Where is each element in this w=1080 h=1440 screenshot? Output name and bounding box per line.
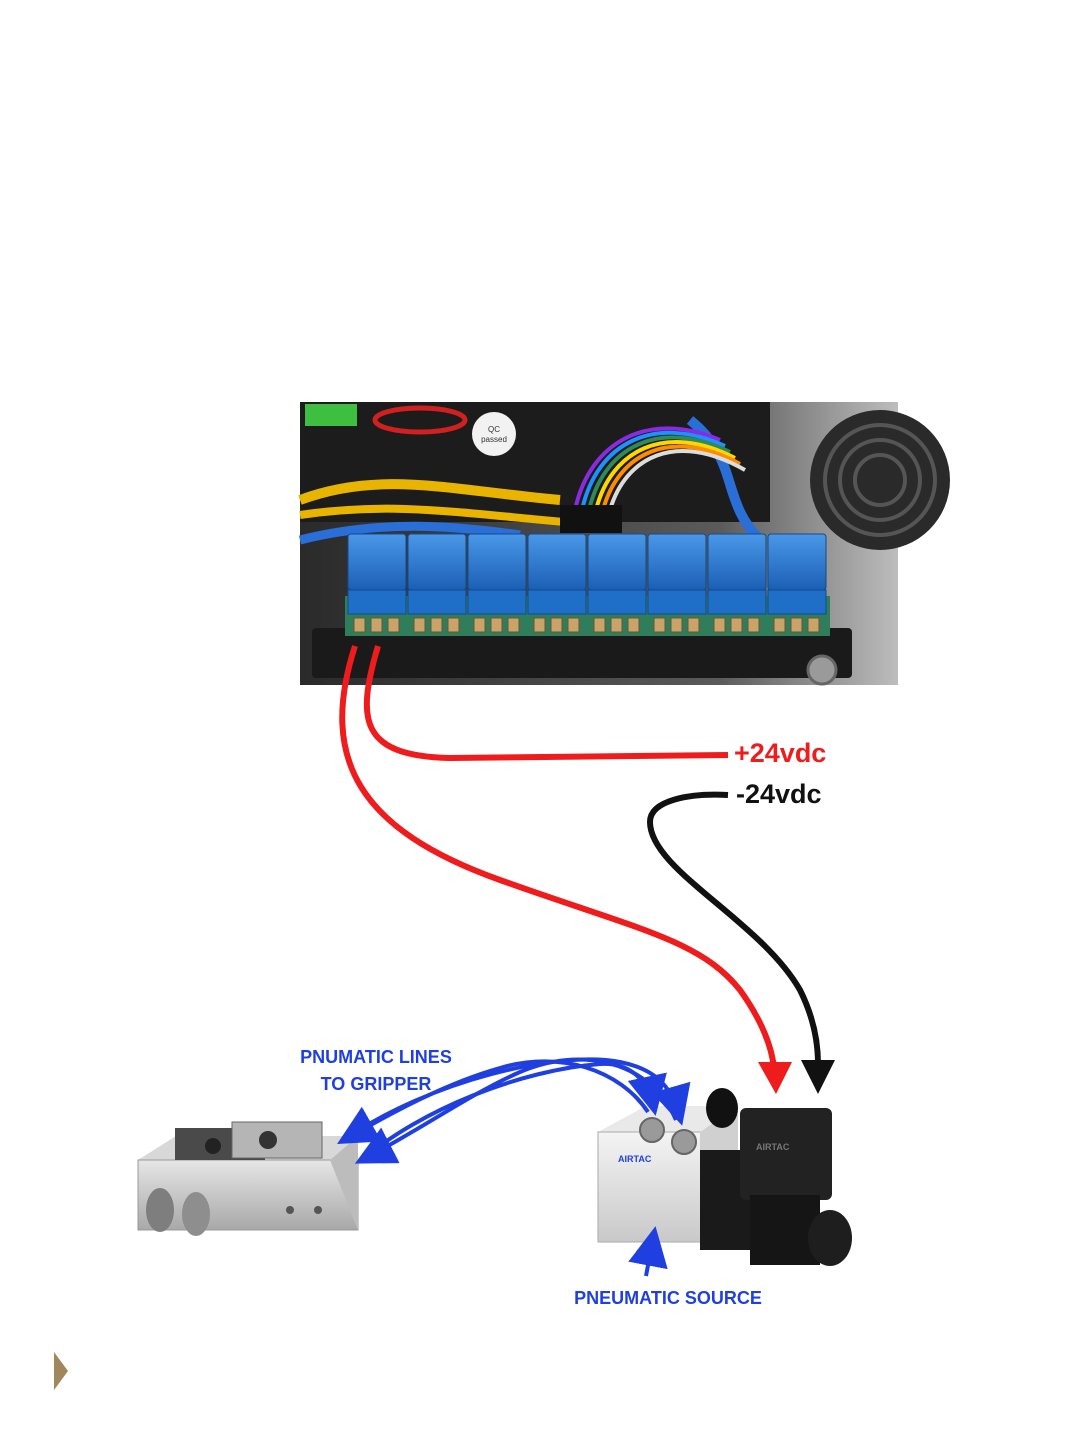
terminal-screw <box>654 618 665 632</box>
terminal-screw <box>534 618 545 632</box>
ribbon-connector <box>560 505 622 533</box>
qc-sticker-line-1: QC <box>488 425 500 434</box>
terminal-block <box>468 590 526 614</box>
terminal-screw <box>474 618 485 632</box>
terminal-screw <box>414 618 425 632</box>
terminal-screw <box>508 618 519 632</box>
valve-brand: AIRTAC <box>618 1154 652 1164</box>
terminal-block <box>768 590 826 614</box>
relay-module <box>348 534 406 590</box>
terminal-screw <box>748 618 759 632</box>
terminal-screw <box>491 618 502 632</box>
relay-module <box>588 534 646 590</box>
terminal-screw <box>568 618 579 632</box>
solenoid-valve: AIRTAC AIRTAC <box>598 1088 852 1266</box>
terminal-screw <box>551 618 562 632</box>
solenoid-coil <box>740 1108 832 1200</box>
terminal-block <box>528 590 586 614</box>
coil-nut <box>808 1210 852 1266</box>
negative-supply-wire <box>650 795 818 1064</box>
terminal-screw <box>628 618 639 632</box>
terminal-screw <box>774 618 785 632</box>
terminal-block <box>708 590 766 614</box>
relay-module <box>528 534 586 590</box>
relay-module <box>408 534 466 590</box>
terminal-screw <box>791 618 802 632</box>
pneumatic-source-label: PNEUMATIC SOURCE <box>574 1288 762 1308</box>
terminal-block <box>588 590 646 614</box>
relay-module <box>768 534 826 590</box>
terminal-screw <box>714 618 725 632</box>
cooling-fan <box>810 410 950 550</box>
negative-wire-arrowhead <box>801 1060 835 1094</box>
wires <box>342 646 835 1094</box>
pneumatic-lines-label-line-2: TO GRIPPER <box>321 1074 432 1094</box>
relay-to-valve-wire <box>342 646 774 1068</box>
positive-voltage-label: +24vdc <box>734 738 826 768</box>
terminal-block <box>348 590 406 614</box>
qc-sticker <box>472 412 516 456</box>
terminal-screw <box>594 618 605 632</box>
coil-brand: AIRTAC <box>756 1142 790 1152</box>
terminal-screw <box>431 618 442 632</box>
relay-board-photo: QC passed <box>300 402 950 685</box>
terminal-block <box>648 590 706 614</box>
qc-sticker-line-2: passed <box>481 435 507 444</box>
terminal-screw <box>688 618 699 632</box>
terminal-screw <box>731 618 742 632</box>
pneumatic-gripper <box>138 1122 358 1236</box>
relay-module <box>468 534 526 590</box>
relay-module <box>708 534 766 590</box>
terminal-block <box>408 590 466 614</box>
terminal-screw <box>371 618 382 632</box>
relay-module <box>648 534 706 590</box>
terminal-screw <box>808 618 819 632</box>
negative-voltage-label: -24vdc <box>736 779 822 809</box>
terminal-screw <box>671 618 682 632</box>
mounting-nut <box>808 656 836 684</box>
coil-connector <box>706 1088 738 1128</box>
green-terminal-block <box>305 404 357 426</box>
pneumatic-lines-label-line-1: PNUMATIC LINES <box>300 1047 452 1067</box>
terminal-screw <box>611 618 622 632</box>
next-slide-triangle-right-icon[interactable] <box>54 1352 68 1390</box>
positive-wire-arrowhead <box>758 1062 792 1094</box>
terminal-screw <box>388 618 399 632</box>
terminal-screw <box>448 618 459 632</box>
terminal-screw <box>354 618 365 632</box>
